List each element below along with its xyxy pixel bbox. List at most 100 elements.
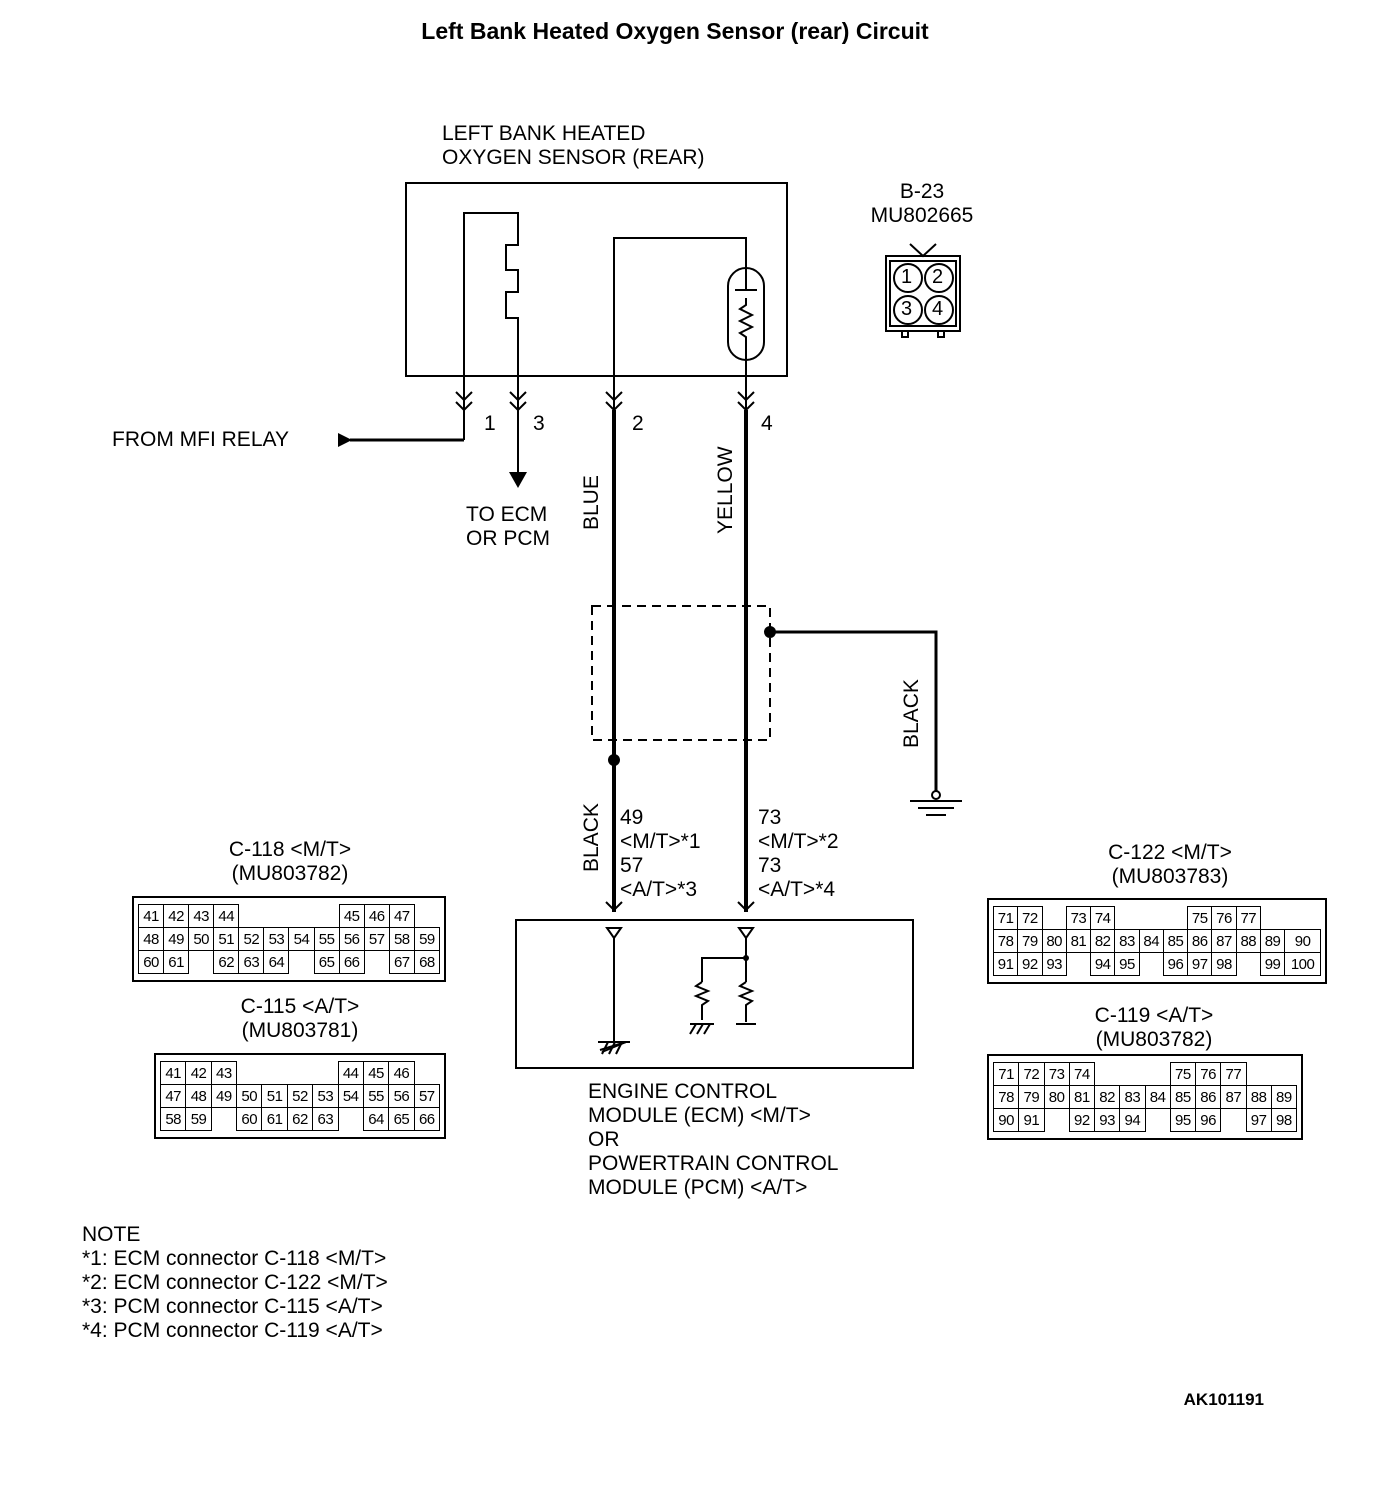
- c118-pin: [289, 951, 314, 974]
- c118-pin: 52: [238, 927, 265, 951]
- c115-pin: [287, 1062, 312, 1085]
- c118-pin: [314, 905, 339, 928]
- c122-pin: [1066, 953, 1090, 976]
- c122-pin: 85: [1162, 929, 1189, 953]
- c118-pin: 53: [263, 927, 290, 951]
- c119-pin: [1095, 1063, 1120, 1086]
- c118-pin: 44: [213, 904, 240, 928]
- c118-pin: 47: [388, 904, 415, 928]
- c119-pin: 84: [1144, 1085, 1171, 1109]
- c119-pin: 87: [1220, 1085, 1247, 1109]
- c118-pin: 60: [137, 950, 165, 974]
- c122-pin: 91: [992, 952, 1019, 976]
- c115-pin: 56: [388, 1084, 415, 1108]
- from-mfi-relay-label: FROM MFI RELAY: [112, 428, 289, 451]
- c115-pin: 54: [337, 1084, 364, 1108]
- c119-pin: [1145, 1063, 1170, 1086]
- c115-pin: 53: [312, 1084, 339, 1108]
- c122-pin: 86: [1187, 929, 1213, 953]
- c118-pin: [289, 905, 314, 928]
- c122-pin: [1285, 907, 1321, 930]
- c119-pin: 75: [1169, 1062, 1197, 1086]
- c118-label: C-118 <M/T>(MU803782): [228, 838, 352, 885]
- c119-pin: 73: [1043, 1062, 1070, 1086]
- c119-pin: 89: [1270, 1085, 1298, 1109]
- c118-pin: 46: [363, 904, 390, 928]
- c115-pin: [211, 1108, 236, 1131]
- c122-pin: 83: [1114, 929, 1140, 953]
- pin-1-label: 1: [484, 412, 496, 435]
- c122-pin: 71: [992, 906, 1019, 930]
- c115-pin: 47: [159, 1084, 187, 1108]
- c115-pin: 66: [413, 1107, 441, 1131]
- c119-pin: 94: [1119, 1108, 1146, 1132]
- c119-pin: [1044, 1109, 1069, 1132]
- pin-2-label: 2: [632, 412, 644, 435]
- c119-pin: 74: [1068, 1062, 1096, 1086]
- c122-pin: 84: [1138, 929, 1164, 953]
- c118-pin: 61: [163, 950, 190, 974]
- c119-pin: 93: [1093, 1108, 1121, 1132]
- c119-pin: [1221, 1109, 1246, 1132]
- pin-4-label: 4: [761, 412, 773, 435]
- c115-pin: [414, 1062, 439, 1085]
- c115-pin: 41: [159, 1061, 187, 1085]
- c122-pin: 75: [1187, 906, 1213, 930]
- wire-yellow-label: YELLOW: [714, 446, 737, 534]
- c122-pin: [1115, 907, 1139, 930]
- c115-pin: 42: [185, 1061, 212, 1085]
- c119-pin: 82: [1093, 1085, 1121, 1109]
- note-line: *1: ECM connector C-118 <M/T>: [82, 1247, 387, 1270]
- c122-pin: 73: [1065, 906, 1092, 930]
- c118-pin: 58: [388, 927, 415, 951]
- c115-pin: 51: [261, 1084, 288, 1108]
- c122-pin: 74: [1090, 906, 1116, 930]
- c119-pin: 91: [1018, 1108, 1045, 1132]
- c122-pin: 90: [1284, 929, 1321, 953]
- c119-pin: 88: [1245, 1085, 1272, 1109]
- c119-pin: [1271, 1063, 1296, 1086]
- b23-pin-3: 3: [901, 298, 913, 320]
- c118-pin: 66: [338, 950, 365, 974]
- c119-pin: 78: [992, 1085, 1020, 1109]
- c115-pin: 60: [236, 1107, 263, 1131]
- b23-id: B-23: [899, 180, 945, 203]
- c122-pin: 93: [1041, 952, 1067, 976]
- c118-pin: 67: [388, 950, 415, 974]
- c115-pin: 52: [286, 1084, 314, 1108]
- c119-pin: 76: [1194, 1062, 1222, 1086]
- ecm-pin-right: 73 <M/T>*2 73 <A/T>*4: [758, 806, 839, 901]
- c122-pin: 100: [1284, 952, 1321, 976]
- c118-pin: 43: [188, 904, 215, 928]
- c122-pin: 82: [1090, 929, 1116, 953]
- to-ecm-line2: OR PCM: [466, 527, 550, 550]
- c119-label: C-119 <A/T>(MU803782): [1094, 1004, 1214, 1051]
- figure-id: AK101191: [1183, 1390, 1264, 1409]
- c115-pin: 55: [362, 1084, 390, 1108]
- c115-pin: [262, 1062, 287, 1085]
- c118-pin: 57: [363, 927, 390, 951]
- c118-pin: [264, 905, 289, 928]
- c119-pin: 96: [1194, 1108, 1222, 1132]
- c119-pin: 90: [992, 1108, 1020, 1132]
- c122-pin: 77: [1235, 906, 1261, 930]
- c119-pin: [1246, 1063, 1271, 1086]
- c122-pin: [1163, 907, 1187, 930]
- c115-pin: 50: [236, 1084, 263, 1108]
- c118-pin: 63: [238, 950, 265, 974]
- c118-pin: 42: [163, 904, 190, 928]
- note-heading: NOTE: [82, 1223, 141, 1246]
- sensor-label: LEFT BANK HEATED OXYGEN SENSOR (REAR): [442, 122, 705, 170]
- note-line: *4: PCM connector C-119 <A/T>: [82, 1319, 383, 1342]
- c122-pin: 99: [1259, 952, 1286, 976]
- c118-pin: 51: [213, 927, 240, 951]
